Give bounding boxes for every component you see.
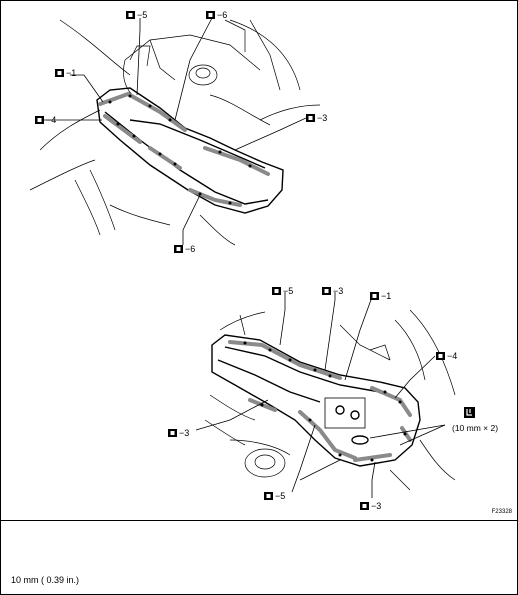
sealer-symbol-icon <box>306 114 315 122</box>
depth-spec-label: (10 mm × 2) <box>452 423 498 433</box>
lower-callout-5-top: −5 <box>272 286 293 296</box>
sealer-symbol-icon <box>35 116 44 124</box>
lower-leaders <box>195 292 446 498</box>
sealer-symbol-icon <box>174 245 183 253</box>
callout-label: −4 <box>447 351 457 361</box>
sealer-symbol-icon <box>206 11 215 19</box>
lower-view <box>195 292 456 498</box>
upper-sealer-dots <box>108 94 252 205</box>
sealer-symbol-icon <box>264 492 273 500</box>
callout-label: −5 <box>283 286 293 296</box>
callout-label: −3 <box>371 501 381 511</box>
upper-callout-5: −5 <box>126 10 147 20</box>
callout-label: −1 <box>66 68 76 78</box>
lower-body-outline <box>204 309 456 491</box>
sealer-symbol-icon <box>55 69 64 77</box>
depth-gauge-icon <box>464 407 475 418</box>
upper-callout-4: −4 <box>35 115 56 125</box>
lower-callout-4: −4 <box>436 351 457 361</box>
caption-text: 10 mm ( 0.39 in.) <box>11 575 80 585</box>
lower-callout-5-bottom: −5 <box>264 491 285 501</box>
callout-label: −4 <box>46 115 56 125</box>
sealer-symbol-icon <box>370 292 379 300</box>
upper-callout-6-bottom: −6 <box>174 244 195 254</box>
upper-sealer-beads <box>98 91 270 207</box>
sealer-symbol-icon <box>322 287 331 295</box>
upper-leaders <box>44 17 307 245</box>
sealer-symbol-icon <box>272 287 281 295</box>
callout-label: −6 <box>185 244 195 254</box>
lower-callout-3-left: −3 <box>168 428 189 438</box>
figure-id: F23328 <box>491 509 512 515</box>
callout-label: −1 <box>381 291 391 301</box>
callout-label: −6 <box>217 10 227 20</box>
upper-callout-1: −1 <box>55 68 76 78</box>
lower-sealer-dots <box>243 341 407 462</box>
upper-body-outline <box>29 19 321 246</box>
callout-label: −3 <box>317 113 327 123</box>
lower-callout-3-bottom: −3 <box>360 501 381 511</box>
upper-view <box>29 17 321 246</box>
callout-label: −3 <box>333 286 343 296</box>
upper-callout-6-top: −6 <box>206 10 227 20</box>
lower-callout-3-top: −3 <box>322 286 343 296</box>
lower-sealer-beads <box>228 340 412 462</box>
callout-label: −3 <box>179 428 189 438</box>
sealer-symbol-icon <box>168 429 177 437</box>
upper-callout-3: −3 <box>306 113 327 123</box>
lower-cowl-panel <box>211 334 421 467</box>
upper-cowl-panel <box>96 87 284 214</box>
sealer-symbol-icon <box>126 11 135 19</box>
callout-label: −5 <box>275 491 285 501</box>
caption-divider <box>0 520 518 521</box>
sealer-application-diagram: −5 −6 −1 −4 −3 −6 <box>29 10 498 511</box>
sealer-symbol-icon <box>436 352 445 360</box>
lower-callout-1: −1 <box>370 291 391 301</box>
callout-label: −5 <box>137 10 147 20</box>
sealer-symbol-icon <box>360 502 369 510</box>
